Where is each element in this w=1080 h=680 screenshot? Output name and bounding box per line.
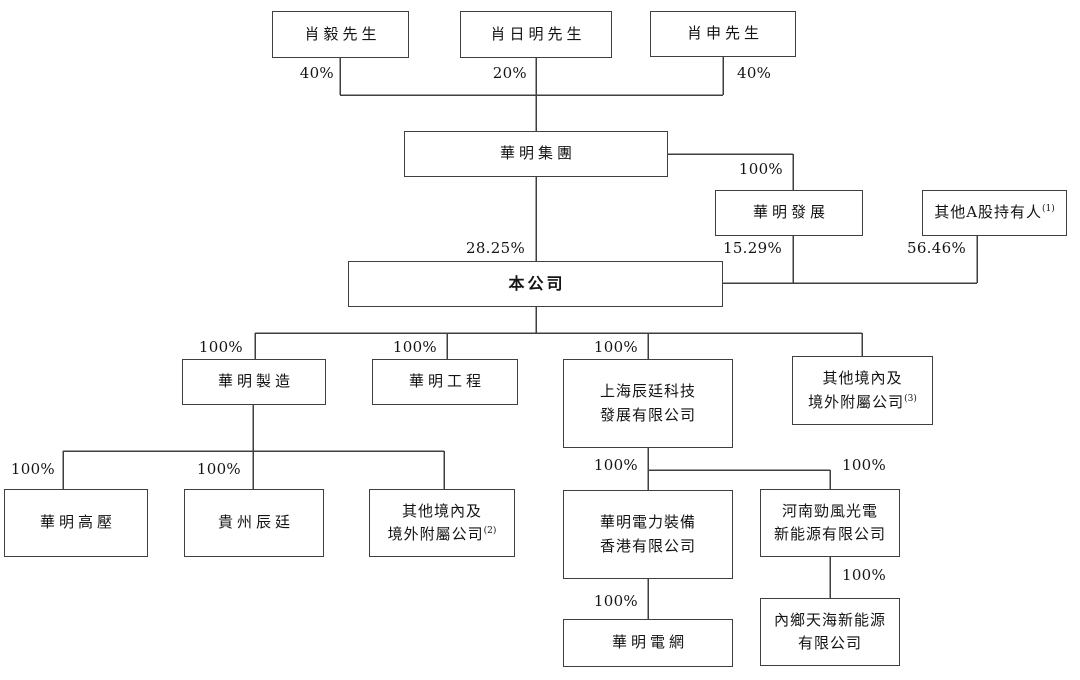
org-node-huaming-power-hk: 華明電力裝備香港有限公司 <box>563 490 733 579</box>
ownership-percentage: 100% <box>10 460 55 478</box>
ownership-percentage: 100% <box>593 592 638 610</box>
org-node-label-line: 有限公司 <box>798 632 862 655</box>
org-node-label: 香港有限公司 <box>599 536 696 555</box>
org-node-label: 境外附屬公司 <box>808 392 905 411</box>
org-node-xiao-shen: 肖申先生 <box>650 11 796 57</box>
org-node-label: 境外附屬公司 <box>387 525 484 543</box>
org-node-label: 本公司 <box>508 273 566 293</box>
org-node-huaming-engineering: 華明工程 <box>372 359 518 405</box>
ownership-percentage: 20% <box>492 64 527 82</box>
org-node-huaming-grid: 華明電網 <box>563 619 733 667</box>
ownership-percentage: 100% <box>842 566 887 584</box>
org-node-label-line: 華明集團 <box>496 142 576 165</box>
ownership-percentage: 15.29% <box>723 239 782 257</box>
org-node-label: 貴州辰廷 <box>217 513 294 532</box>
org-node-label: 有限公司 <box>797 634 862 652</box>
org-node-label-line: 香港有限公司 <box>600 535 696 558</box>
org-node-henan-jinfeng: 河南勁風光電新能源有限公司 <box>760 489 900 557</box>
org-node-label-line: 河南勁風光電 <box>782 500 878 523</box>
org-node-label: 華明高壓 <box>39 513 116 532</box>
org-node-huaming-high-voltage: 華明高壓 <box>4 489 148 557</box>
org-node-shanghai-chenting: 上海辰廷科技發展有限公司 <box>563 359 733 448</box>
ownership-percentage: 40% <box>737 64 772 82</box>
org-node-other-subsidiaries-3: 其他境內及境外附屬公司(3) <box>792 356 933 425</box>
org-node-label-line: 其他境內及 <box>822 367 902 390</box>
footnote-marker: (1) <box>1042 204 1055 215</box>
org-node-huaming-group: 華明集團 <box>404 131 668 177</box>
ownership-percentage: 100% <box>392 338 437 356</box>
org-node-label-line: 內鄉天海新能源 <box>774 609 886 632</box>
org-node-label: 華明工程 <box>408 372 485 391</box>
org-node-neixiang-tianhai: 內鄉天海新能源有限公司 <box>760 598 900 666</box>
org-node-label-line: 肖毅先生 <box>300 23 380 46</box>
org-node-label: 發展有限公司 <box>599 405 696 424</box>
org-node-other-subsidiaries-2: 其他境內及境外附屬公司(2) <box>369 489 515 557</box>
ownership-percentage: 100% <box>198 338 243 356</box>
org-node-label-line: 其他A股持有人(1) <box>934 201 1055 224</box>
org-node-xiao-riming: 肖日明先生 <box>460 11 612 58</box>
org-node-label-line: 新能源有限公司 <box>774 523 886 546</box>
org-node-huaming-development: 華明發展 <box>715 190 863 236</box>
ownership-percentage: 100% <box>593 456 638 474</box>
org-node-label: 其他境內及 <box>822 369 903 388</box>
org-node-label-line: 華明電力裝備 <box>600 511 696 534</box>
org-node-label-line: 肖日明先生 <box>486 23 585 46</box>
org-node-label: 華明電網 <box>611 633 688 652</box>
org-node-label-line: 華明發展 <box>749 201 829 224</box>
org-node-other-a-shareholders: 其他A股持有人(1) <box>922 190 1067 236</box>
org-node-label-line: 其他境內及 <box>402 500 482 523</box>
org-node-label: 其他境內及 <box>401 501 482 520</box>
ownership-percentage: 40% <box>299 64 334 82</box>
org-node-label: 河南勁風光電 <box>781 501 878 520</box>
ownership-percentage: 100% <box>593 338 638 356</box>
org-node-label: 華明集團 <box>499 144 576 163</box>
footnote-marker: (3) <box>904 393 917 404</box>
ownership-percentage: 100% <box>196 460 241 478</box>
org-node-label: 肖毅先生 <box>304 24 381 43</box>
org-node-label: 內鄉天海新能源 <box>773 610 886 629</box>
org-node-label: 新能源有限公司 <box>773 525 886 543</box>
org-node-label-line: 肖申先生 <box>683 22 763 45</box>
ownership-percentage: 100% <box>738 160 783 178</box>
footnote-marker: (2) <box>483 526 497 536</box>
org-node-label-line: 華明高壓 <box>36 511 116 534</box>
org-node-xiao-yi: 肖毅先生 <box>272 11 409 58</box>
org-node-label: 華明電力裝備 <box>599 513 696 532</box>
org-node-huaming-manufacturing: 華明製造 <box>182 359 326 405</box>
ownership-percentage: 56.46% <box>907 239 966 257</box>
org-node-label: 華明製造 <box>217 372 294 391</box>
org-node-the-company: 本公司 <box>348 261 723 307</box>
org-node-label: 華明發展 <box>752 203 829 222</box>
org-node-label-line: 華明製造 <box>214 370 294 393</box>
ownership-percentage: 100% <box>842 456 887 474</box>
org-node-label-line: 境外附屬公司(3) <box>808 391 917 414</box>
org-node-label: 上海辰廷科技 <box>599 382 696 401</box>
org-node-label-line: 貴州辰廷 <box>214 511 294 534</box>
org-node-label: 肖日明先生 <box>490 24 586 43</box>
ownership-percentage: 28.25% <box>466 239 525 257</box>
org-node-label-line: 發展有限公司 <box>600 404 696 427</box>
org-node-label-line: 華明工程 <box>405 370 485 393</box>
org-node-label: 其他A股持有人 <box>934 203 1043 222</box>
org-node-label: 肖申先生 <box>686 24 763 43</box>
org-node-guizhou-chenting: 貴州辰廷 <box>184 489 324 557</box>
org-node-label-line: 華明電網 <box>608 631 688 654</box>
org-node-label-line: 境外附屬公司(2) <box>388 523 497 546</box>
org-node-label-line: 上海辰廷科技 <box>600 380 696 403</box>
org-node-label-line: 本公司 <box>505 272 565 297</box>
